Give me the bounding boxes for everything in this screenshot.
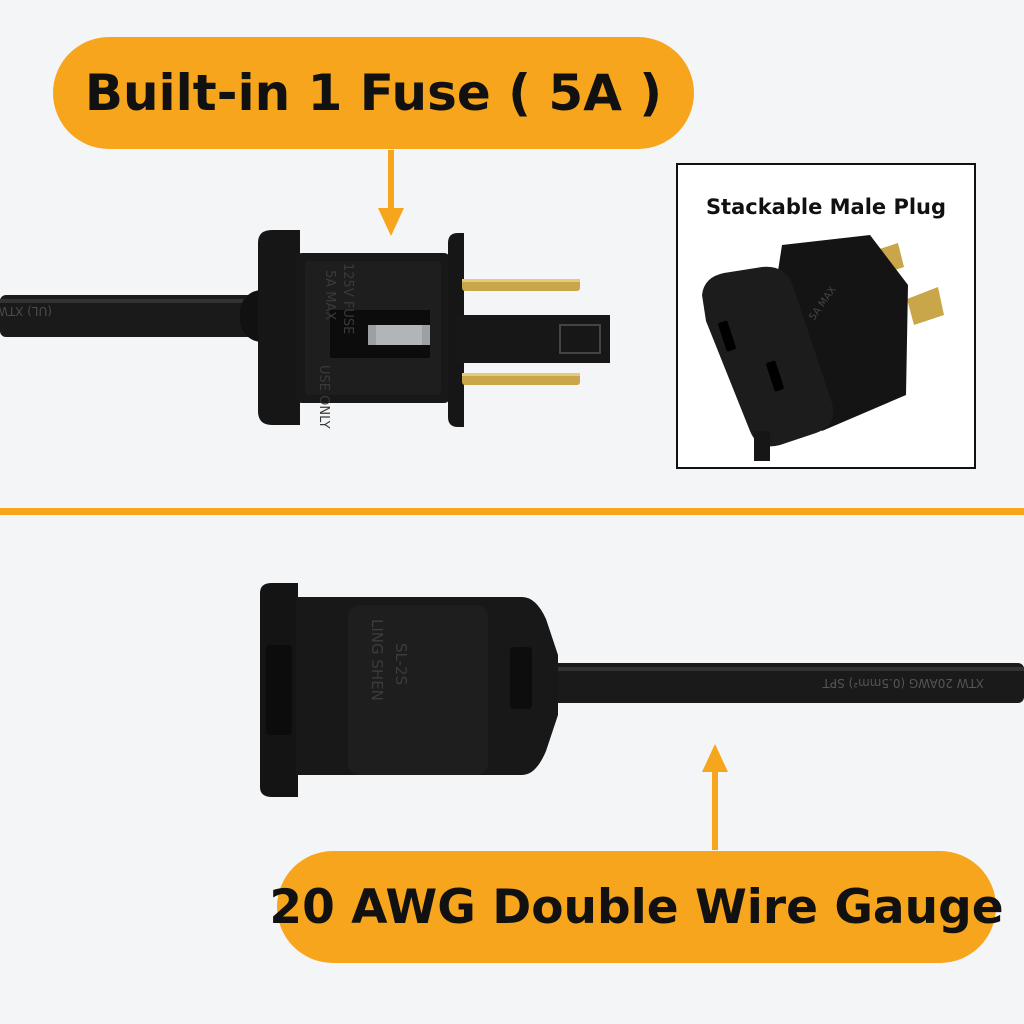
rating-marking: 5A MAX [322,270,337,320]
section-divider [0,508,1024,515]
fuse-badge-text: Built-in 1 Fuse ( 5A ) [84,64,663,122]
use-only-marking: USE ONLY [316,365,331,429]
fuse [368,325,430,345]
fused-male-plug-photo: (UL) XTW 20AWG 125V FUSE 5A MAX USE ONLY [0,230,610,429]
stackable-plug-inset: Stackable Male Plug 5A MAX [676,163,976,469]
fuse-housing-marking: 125V FUSE [340,263,355,334]
wire-gauge-badge-text: 20 AWG Double Wire Gauge [269,879,1004,935]
socket-brand: LING SHEN [368,619,386,701]
stackable-male-plug-photo: 5A MAX [702,235,944,461]
wire-gauge-badge: 20 AWG Double Wire Gauge [269,851,1004,963]
socket-model: SL-2S [392,643,410,685]
arrow-up-icon [702,744,728,850]
arrow-down-icon [378,150,404,236]
cord-print-top: (UL) XTW 20AWG [0,304,52,318]
power-cord [0,295,270,337]
inset-title: Stackable Male Plug [705,195,947,219]
female-socket-photo: XTW 20AWG (0.5mm²) SPT LING SHEN SL-2S [260,583,1024,797]
cord-print-bottom: XTW 20AWG (0.5mm²) SPT [822,676,984,690]
fuse-badge: Built-in 1 Fuse ( 5A ) [53,37,694,149]
power-cord [540,663,1024,703]
